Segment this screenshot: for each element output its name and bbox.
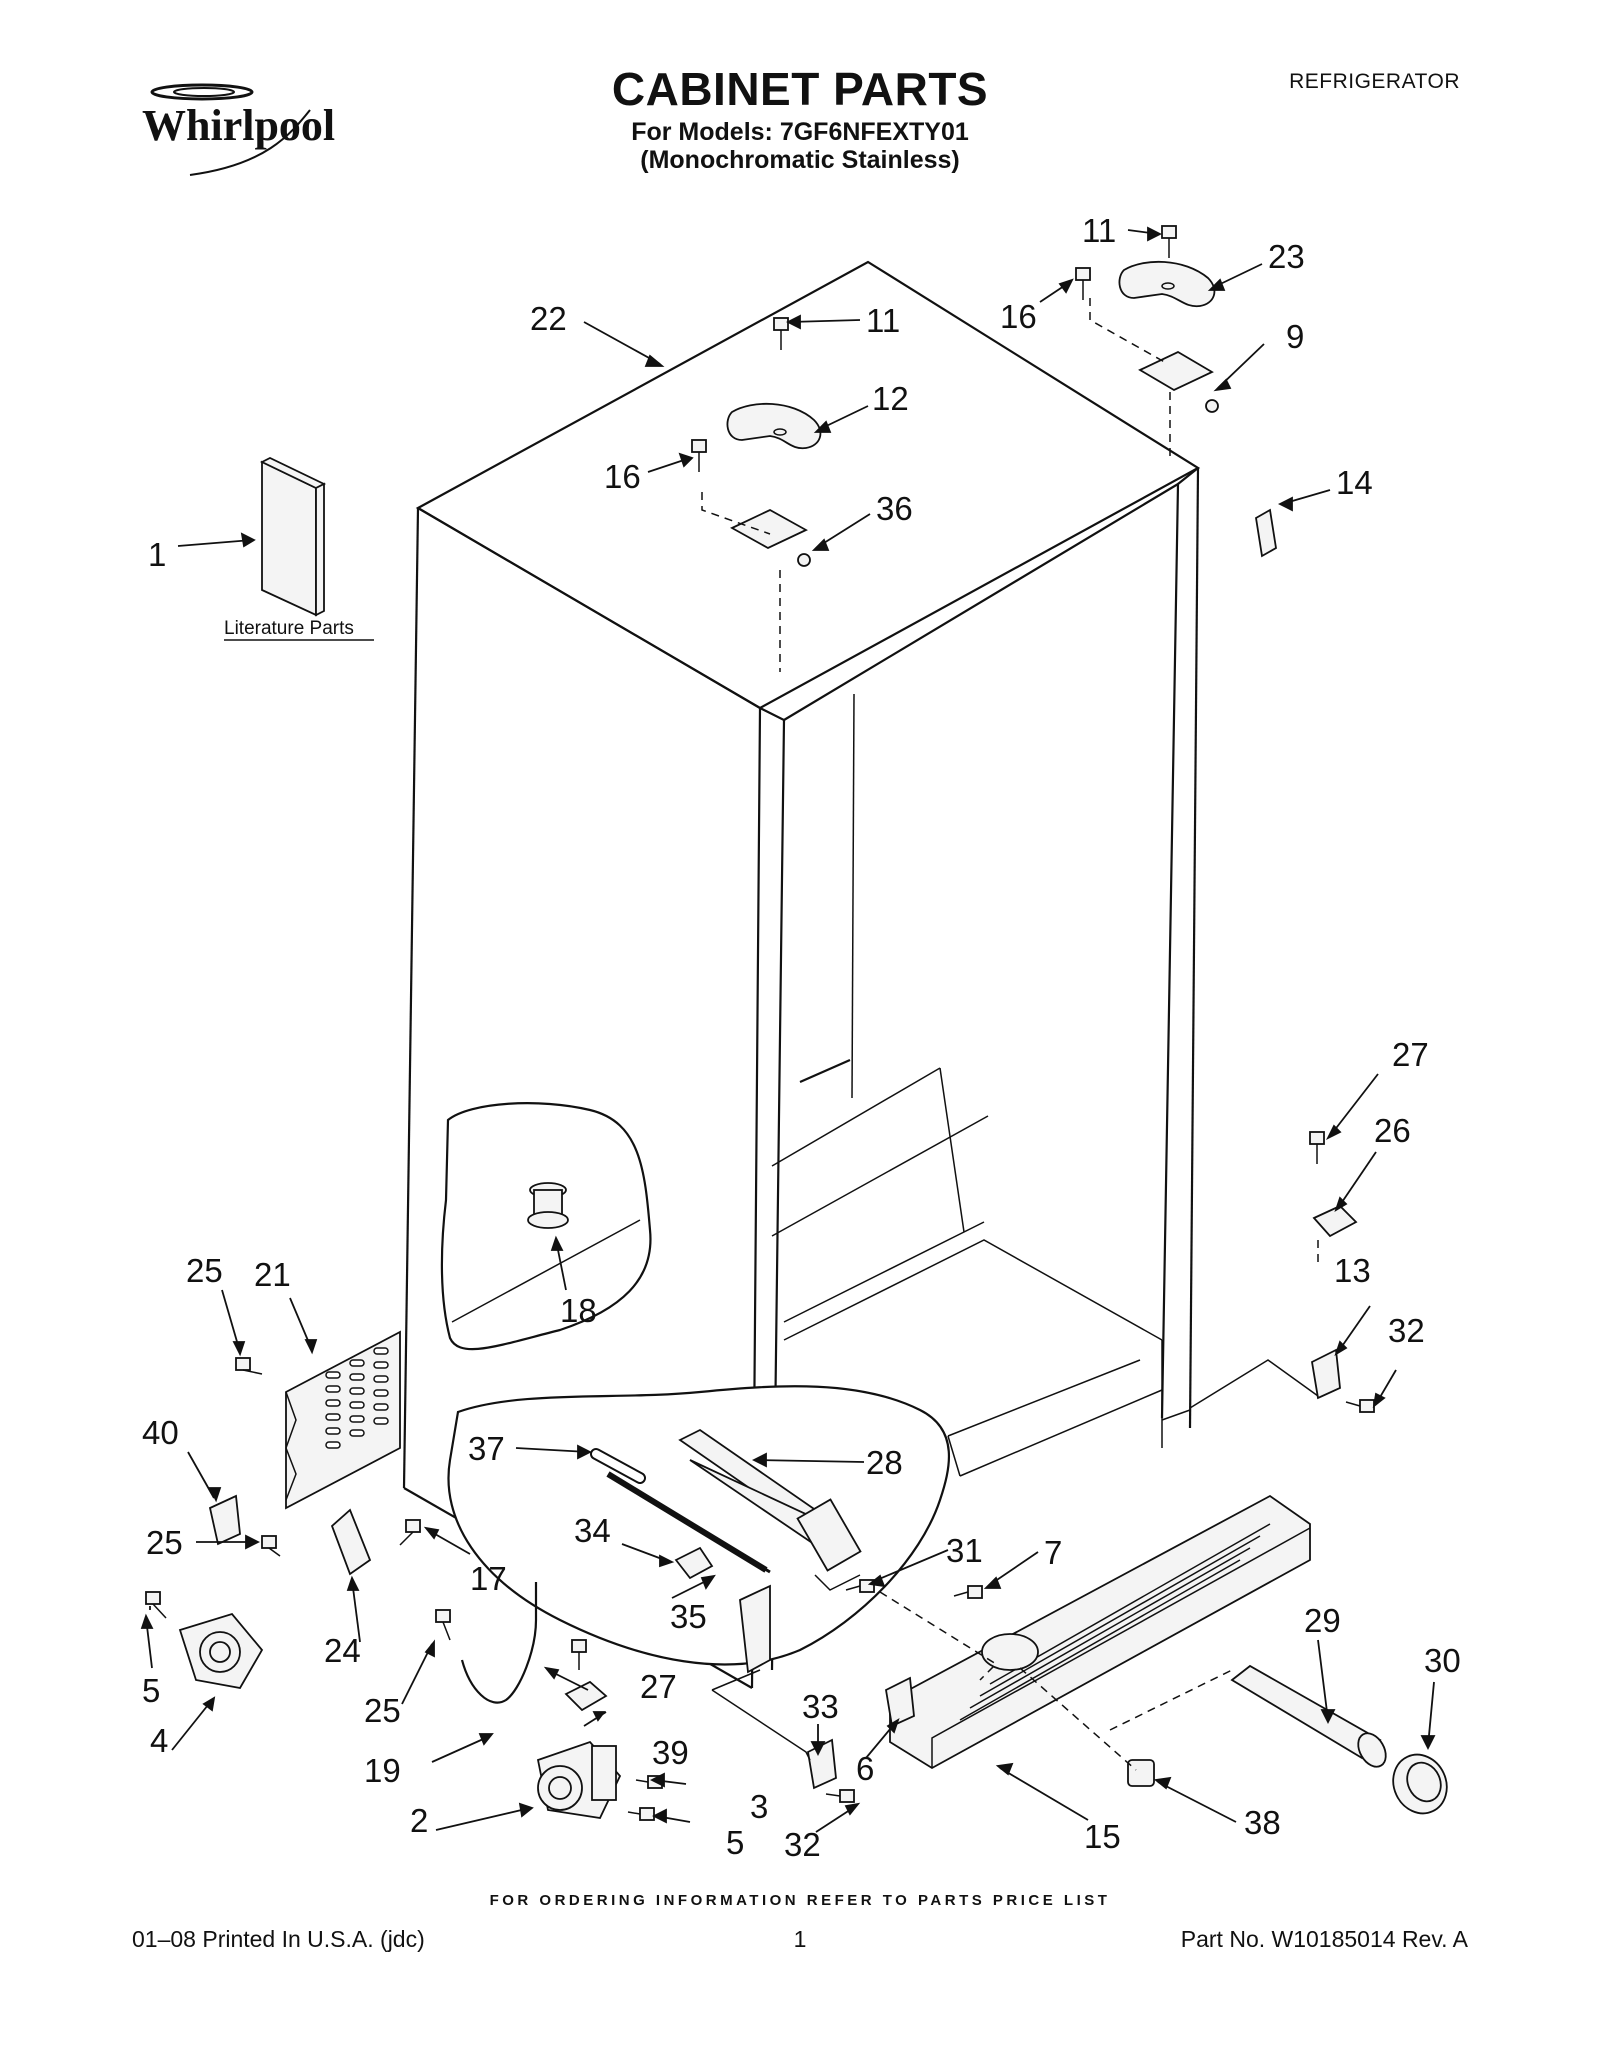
hinge-bracket-9 bbox=[1138, 350, 1219, 413]
water-filter-cartridge bbox=[1230, 1664, 1387, 1768]
callout-9: 9 bbox=[1286, 318, 1304, 355]
hinge-cover-23 bbox=[1118, 260, 1216, 308]
page-number: 1 bbox=[793, 1926, 807, 1952]
callout-17: 17 bbox=[470, 1560, 507, 1597]
callout-6: 6 bbox=[856, 1750, 874, 1787]
drain-grommet bbox=[527, 1182, 569, 1229]
callout-23: 23 bbox=[1268, 238, 1305, 275]
callout-4: 4 bbox=[150, 1722, 168, 1759]
callout-1: 1 bbox=[148, 536, 166, 573]
callout-36: 36 bbox=[876, 490, 913, 527]
page-title: CABINET PARTS bbox=[611, 63, 989, 115]
tube-35 bbox=[606, 1471, 771, 1574]
print-info: 01–08 Printed In U.S.A. (jdc) bbox=[132, 1926, 425, 1952]
callout-7: 7 bbox=[1044, 1534, 1062, 1571]
callout-13: 13 bbox=[1334, 1252, 1371, 1289]
callout-25-mid: 25 bbox=[146, 1524, 183, 1561]
callout-30: 30 bbox=[1424, 1642, 1461, 1679]
callout-29: 29 bbox=[1304, 1602, 1341, 1639]
washer-26 bbox=[1312, 1204, 1358, 1238]
callout-24: 24 bbox=[324, 1632, 361, 1669]
callout-22: 22 bbox=[530, 300, 567, 337]
callout-3: 3 bbox=[750, 1788, 768, 1825]
callout-25-top: 25 bbox=[186, 1252, 223, 1289]
finish-line: (Monochromatic Stainless) bbox=[640, 146, 960, 174]
callout-32-bottom: 32 bbox=[784, 1826, 821, 1863]
filter-tube-37 bbox=[590, 1448, 646, 1484]
hinge-cover-12 bbox=[726, 402, 822, 450]
literature-booklet bbox=[259, 456, 327, 617]
callout-16-left: 16 bbox=[604, 458, 641, 495]
callout-34: 34 bbox=[574, 1512, 611, 1549]
appliance-category: REFRIGERATOR bbox=[1289, 70, 1460, 93]
callout-38: 38 bbox=[1244, 1804, 1281, 1841]
hinge-bracket-36 bbox=[730, 508, 811, 567]
bracket-24 bbox=[330, 1508, 372, 1576]
front-roller-left bbox=[178, 1612, 264, 1689]
stop-14 bbox=[1255, 508, 1277, 558]
bracket-13 bbox=[1311, 1348, 1341, 1400]
callout-18: 18 bbox=[560, 1292, 597, 1329]
literature-parts-label: Literature Parts bbox=[224, 618, 354, 639]
rear-access-panel bbox=[285, 1330, 401, 1510]
callout-25-bottom: 25 bbox=[364, 1692, 401, 1729]
water-filter-housing bbox=[678, 1428, 862, 1591]
part-number: Part No. W10185014 Rev. A bbox=[1180, 1926, 1468, 1952]
callout-35: 35 bbox=[670, 1598, 707, 1635]
filter-bypass-38 bbox=[1127, 1759, 1155, 1787]
brand-wordmark: Whirlpool bbox=[142, 101, 335, 150]
callout-27-right: 27 bbox=[1392, 1036, 1429, 1073]
ordering-note: FOR ORDERING INFORMATION REFER TO PARTS … bbox=[489, 1892, 1111, 1909]
cabinet-body bbox=[402, 260, 1319, 1689]
callout-28: 28 bbox=[866, 1444, 903, 1481]
cutout-water-lines bbox=[447, 1385, 951, 1666]
callout-14: 14 bbox=[1336, 464, 1373, 501]
washer-39 bbox=[564, 1680, 608, 1712]
callout-31: 31 bbox=[946, 1532, 983, 1569]
callout-11-right: 11 bbox=[1082, 212, 1116, 249]
callout-15: 15 bbox=[1084, 1818, 1121, 1855]
callout-19: 19 bbox=[364, 1752, 401, 1789]
front-roller-right bbox=[536, 1740, 622, 1819]
base-grille bbox=[889, 1494, 1311, 1770]
bracket-6 bbox=[885, 1676, 915, 1728]
callout-33: 33 bbox=[802, 1688, 839, 1725]
filter-cap bbox=[1392, 1753, 1448, 1815]
clip-40 bbox=[208, 1494, 241, 1546]
callout-27-bottom: 27 bbox=[640, 1668, 677, 1705]
callout-37: 37 bbox=[468, 1430, 505, 1467]
callout-40: 40 bbox=[142, 1414, 179, 1451]
callout-2: 2 bbox=[410, 1802, 428, 1839]
callout-12: 12 bbox=[872, 380, 909, 417]
callout-32-right: 32 bbox=[1388, 1312, 1425, 1349]
callout-5-bottom: 5 bbox=[726, 1824, 744, 1861]
callout-39: 39 bbox=[652, 1734, 689, 1771]
models-line: For Models: 7GF6NFEXTY01 bbox=[631, 118, 969, 146]
screws bbox=[145, 225, 1375, 1821]
callout-26: 26 bbox=[1374, 1112, 1411, 1149]
callout-5-left: 5 bbox=[142, 1672, 160, 1709]
clip-34 bbox=[674, 1546, 714, 1580]
water-line-19 bbox=[460, 1582, 538, 1704]
whirlpool-logo: Whirlpool bbox=[142, 83, 335, 176]
bracket-bottom bbox=[739, 1584, 771, 1674]
callout-16-right: 16 bbox=[1000, 298, 1037, 335]
callout-21: 21 bbox=[254, 1256, 291, 1293]
callout-11-left: 11 bbox=[866, 302, 900, 339]
